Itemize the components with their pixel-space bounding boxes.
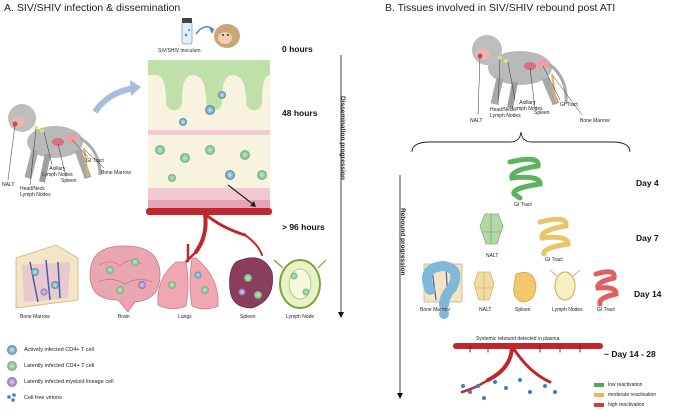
organ-label-lungs: Lungs bbox=[178, 314, 192, 320]
plasma-rebound-label: Systemic rebound detected in plasma bbox=[476, 336, 560, 342]
spleen-organ bbox=[229, 257, 273, 309]
legend-low-reactivation: low reactivation bbox=[608, 382, 643, 388]
label-b-axillary-ln: Axillary Lymph Nodes bbox=[512, 100, 543, 112]
day-7: Day 7 bbox=[636, 233, 659, 243]
label-a-head-neck-ln: Head/Neck Lymph Nodes bbox=[20, 186, 51, 198]
day14-label-bone-marrow: Bone Marrow bbox=[420, 307, 450, 313]
tissue-brace bbox=[411, 131, 631, 153]
plasma-virions bbox=[461, 378, 557, 400]
day4-label-gi-tract: GI Tract bbox=[514, 202, 532, 208]
organ-label-brain: Brain bbox=[118, 314, 130, 320]
panel-b-title: B. Tissues involved in SIV/SHIV rebound … bbox=[385, 2, 616, 14]
label-a-nalt: NALT bbox=[2, 182, 15, 188]
bone-marrow-organ bbox=[15, 244, 79, 309]
mucosa-cross-section bbox=[146, 60, 272, 215]
legend-moderate-reactivation: moderate reactivation bbox=[608, 392, 657, 398]
panel-a-title: A. SIV/SHIV infection & dissemination bbox=[4, 2, 181, 14]
organ-label-bone-marrow: Bone Marrow bbox=[20, 314, 50, 320]
day4-gi-tract bbox=[507, 156, 543, 201]
legend-high-reactivation: high reactivation bbox=[608, 402, 645, 408]
legend-b-swatches bbox=[594, 383, 604, 407]
rebound-axis-label: Rebound progression bbox=[399, 208, 406, 276]
day14-label-spleen: Spleen bbox=[515, 307, 531, 313]
day14-spleen bbox=[513, 271, 537, 303]
label-b-nalt: NALT bbox=[470, 118, 483, 124]
day14-nalt bbox=[473, 271, 495, 301]
organ-label-spleen: Spleen bbox=[240, 314, 256, 320]
tissue-infected-cells bbox=[155, 91, 267, 182]
dissemination-arrow bbox=[227, 184, 255, 206]
label-b-bone-marrow: Bone Marrow bbox=[580, 118, 610, 124]
day14-label-nalt: NALT bbox=[479, 307, 492, 313]
day14-label-gi-tract: GI Tract bbox=[597, 307, 615, 313]
day14-label-lymph-nodes: Lymph Nodes bbox=[552, 307, 583, 313]
organ-label-lymph-node: Lymph Node bbox=[286, 314, 315, 320]
legend-latent-cd4: Latently infected CD4+ T cell bbox=[24, 363, 95, 369]
label-b-gi-tract: GI Tract bbox=[560, 102, 578, 108]
day14-lymph-node bbox=[549, 269, 581, 301]
inoculum-label: SIV/SHIV inoculum bbox=[158, 48, 201, 54]
legend-latent-myeloid: Latently infected myeloid lineage cell bbox=[24, 379, 114, 385]
label-b-spleen: Spleen bbox=[534, 110, 550, 116]
label-b-head-neck-ln: Head/Neck Lymph Nodes bbox=[490, 107, 521, 119]
plasma-blood-vessel bbox=[453, 343, 603, 394]
label-a-spleen: Spleen bbox=[61, 178, 77, 184]
monkey-b-label-lines bbox=[477, 56, 583, 116]
inoculation-arrow bbox=[195, 26, 215, 35]
label-a-gi-tract: GI Tract bbox=[86, 158, 104, 164]
day14-gi-tract bbox=[593, 269, 619, 307]
label-a-axillary-ln: Axillary Lymph Nodes bbox=[42, 166, 73, 178]
label-a-bone-marrow: Bone Marrow bbox=[101, 170, 131, 176]
legend-virions: Cell free virions bbox=[24, 395, 62, 401]
monkey-figure-a bbox=[8, 104, 102, 183]
time-96-hours: > 96 hours bbox=[282, 222, 325, 232]
day7-label-gi-tract: GI Tract bbox=[545, 257, 563, 263]
monkey-to-tissue-arrow bbox=[92, 85, 136, 114]
lymph-node-organ bbox=[273, 259, 327, 309]
day7-label-nalt: NALT bbox=[486, 253, 499, 259]
brain-organ bbox=[89, 245, 161, 313]
day-4: Day 4 bbox=[636, 178, 659, 188]
legend-active-cd4: Actively infected CD4+ T cell bbox=[24, 347, 94, 353]
lungs-organ bbox=[157, 244, 219, 310]
day-14-28: ~ Day 14 - 28 bbox=[604, 349, 656, 359]
day7-gi-tract bbox=[537, 216, 571, 257]
monkey-a-label-lines bbox=[7, 124, 105, 186]
time-0-hours: 0 hours bbox=[282, 44, 313, 54]
dissemination-axis-label: Dissemination progression bbox=[339, 96, 346, 180]
monkey-figure-b bbox=[472, 35, 568, 109]
day14-bone-marrow bbox=[422, 260, 463, 319]
legend-a-icons bbox=[7, 345, 17, 402]
time-48-hours: 48 hours bbox=[282, 108, 318, 118]
day-14: Day 14 bbox=[634, 289, 662, 299]
inoculum-vial bbox=[181, 18, 193, 45]
monkey-head-icon bbox=[214, 24, 240, 48]
day7-nalt bbox=[479, 213, 504, 245]
